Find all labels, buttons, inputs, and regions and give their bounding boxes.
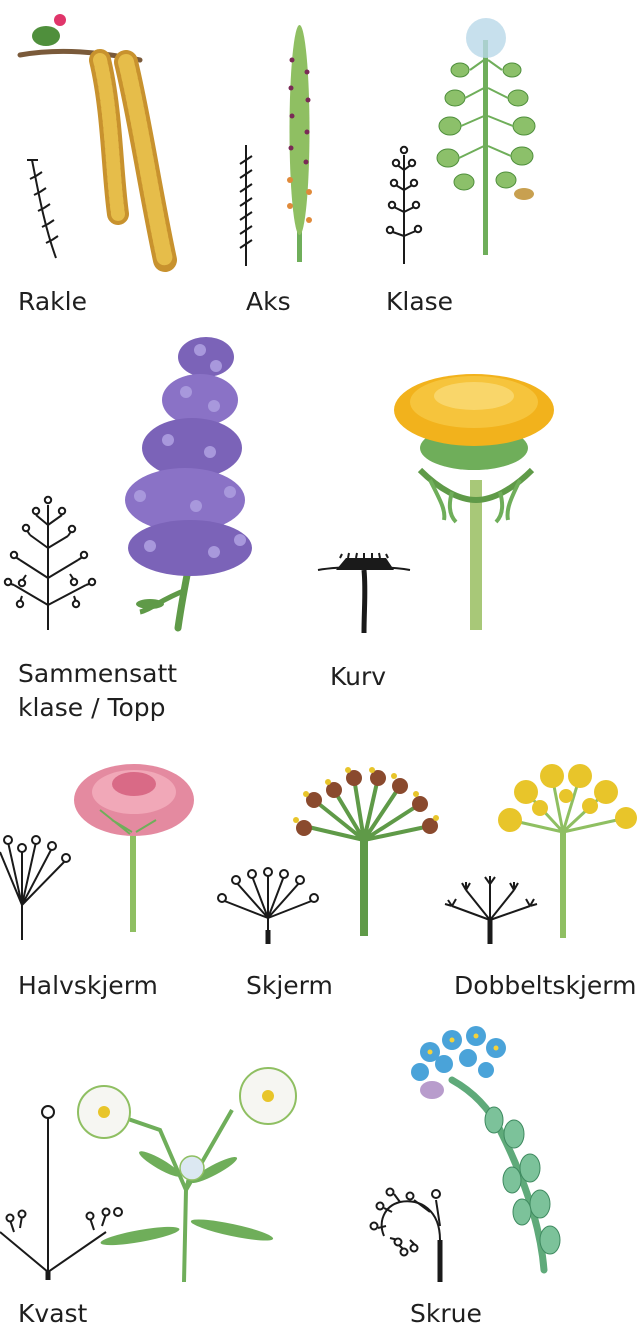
label-skrue: Skrue xyxy=(410,1298,482,1330)
kvast-illustration xyxy=(78,1068,296,1282)
aks-illustration xyxy=(287,25,312,262)
klase-diagram xyxy=(387,147,421,264)
label-sammensatt-line1: Sammensatt xyxy=(18,658,177,690)
sammensatt-klase-illustration xyxy=(125,337,252,628)
label-aks: Aks xyxy=(246,286,291,318)
label-kvast: Kvast xyxy=(18,1298,87,1330)
label-rakle: Rakle xyxy=(18,286,87,318)
label-sammensatt-line2: klase / Topp xyxy=(18,692,166,724)
halvskjerm-illustration xyxy=(74,764,194,932)
skrue-diagram xyxy=(371,1189,441,1283)
rakle-diagram xyxy=(27,160,58,258)
kurv-diagram xyxy=(318,553,410,633)
klase-illustration xyxy=(437,18,535,255)
skjerm-diagram xyxy=(218,868,318,944)
rakle-illustration xyxy=(20,14,165,260)
label-halvskjerm: Halvskjerm xyxy=(18,970,158,1002)
skjerm-illustration xyxy=(293,767,439,936)
dobbeltskjerm-diagram xyxy=(445,876,537,944)
dobbeltskjerm-illustration xyxy=(498,764,637,938)
sammensatt-klase-diagram xyxy=(5,497,95,630)
aks-diagram xyxy=(240,145,252,266)
label-klase: Klase xyxy=(386,286,453,318)
halvskjerm-diagram xyxy=(0,836,70,940)
label-kurv: Kurv xyxy=(330,661,386,693)
skrue-illustration xyxy=(411,1026,560,1270)
kurv-illustration xyxy=(394,374,554,630)
label-dobbeltskjerm: Dobbeltskjerm xyxy=(454,970,636,1002)
label-skjerm: Skjerm xyxy=(246,970,333,1002)
